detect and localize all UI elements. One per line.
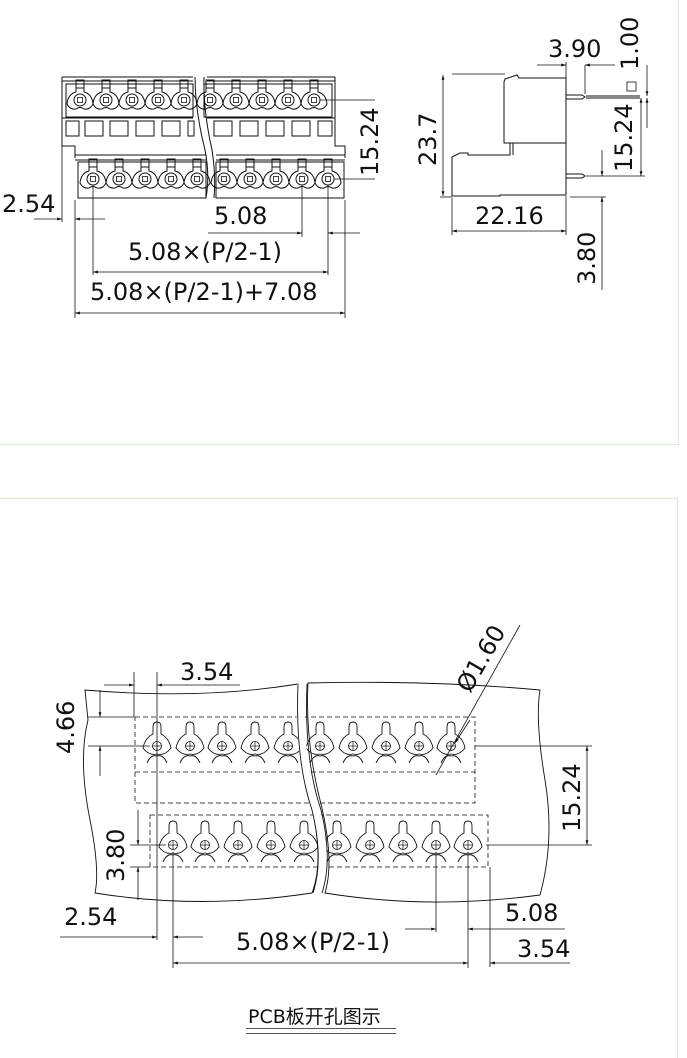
front-view-upper-housing xyxy=(61,76,346,158)
dim-row-height: 15.24 xyxy=(356,107,384,176)
dim-overall-width: 5.08×(P/2-1)+7.08 xyxy=(90,278,318,306)
side-view-body xyxy=(451,74,640,197)
dim-pin-length: 3.80 xyxy=(573,232,601,285)
pcb-caption: PCB板开孔图示 xyxy=(248,1006,381,1028)
side-view-dimension-lines xyxy=(440,62,649,290)
dim-total-height: 23.7 xyxy=(414,113,442,166)
dim-left-offset: 2.54 xyxy=(2,190,55,218)
drawing-panel-top xyxy=(0,0,679,445)
dim-depth: 22.16 xyxy=(475,202,544,230)
dim-pitch: 5.08 xyxy=(214,202,267,230)
front-view-dimension-lines xyxy=(34,99,375,318)
caption-underline xyxy=(246,1028,396,1034)
dim-pin-size: 1.00 xyxy=(616,17,644,70)
front-view-lower-terminals xyxy=(79,158,342,189)
dim-side-row-spacing: 15.24 xyxy=(610,103,638,172)
front-view-drawing: 2.54 5.08 5.08×(P/2-1) 5.08×(P/2-1)+7.08… xyxy=(2,17,649,318)
dim-pin-offset: 3.90 xyxy=(548,35,601,63)
drawing-panel-bottom xyxy=(0,498,678,1058)
dim-pin-span: 5.08×(P/2-1) xyxy=(128,238,282,266)
